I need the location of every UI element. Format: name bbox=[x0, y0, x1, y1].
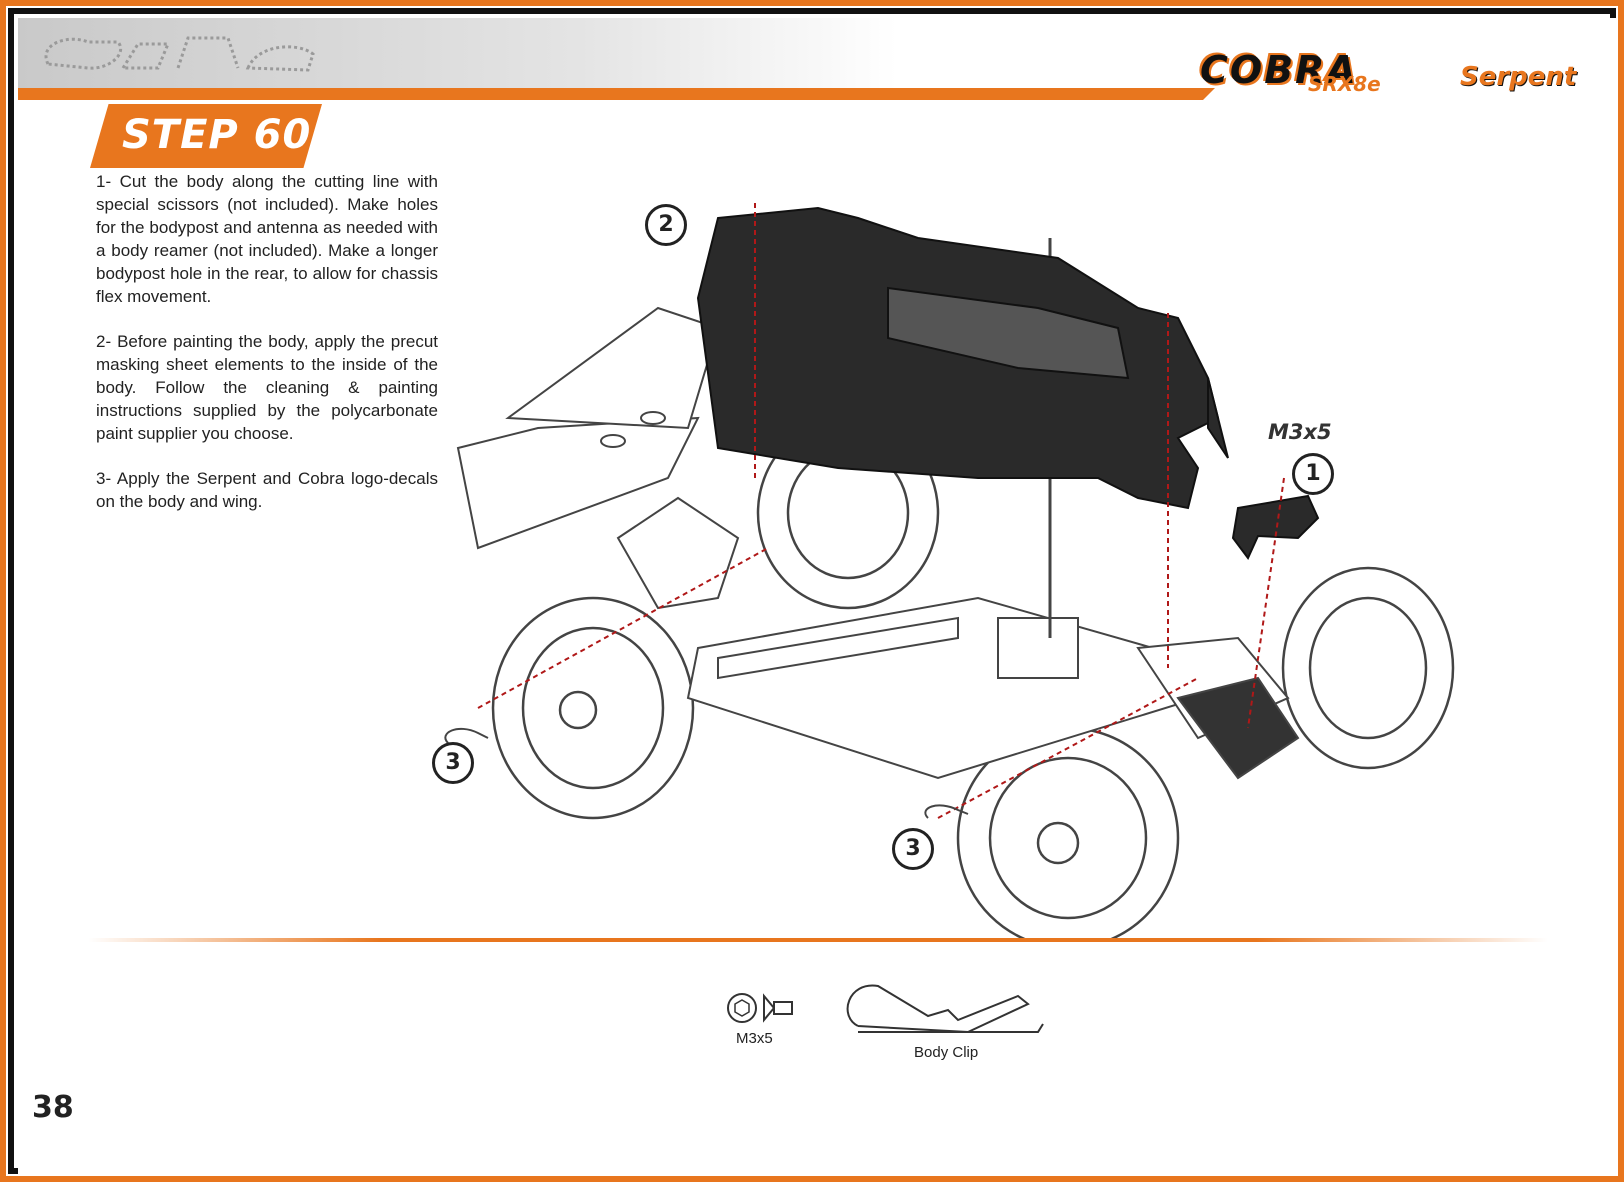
cut-guide-lines bbox=[477, 203, 1285, 819]
sketch-logo-watermark bbox=[44, 36, 315, 72]
callout-3-right: 3 bbox=[892, 828, 934, 870]
bottom-divider bbox=[88, 938, 1548, 942]
instruction-1: 1- Cut the body along the cutting line w… bbox=[96, 172, 438, 306]
page-content: COBRA SRX8e Serpent STEP 60 1- Cut the b… bbox=[18, 18, 1618, 1176]
instruction-2: 2- Before painting the body, apply the p… bbox=[96, 332, 438, 443]
header-band bbox=[18, 18, 1618, 88]
instruction-3: 3- Apply the Serpent and Cobra logo-deca… bbox=[96, 469, 438, 511]
chassis-drawing bbox=[616, 496, 1300, 780]
body-clip-part-icon bbox=[846, 984, 1044, 1034]
instructions: 1- Cut the body along the cutting line w… bbox=[96, 170, 438, 535]
screw-part-label: M3x5 bbox=[736, 1030, 773, 1047]
step-tab bbox=[90, 104, 322, 168]
cobra-logo: COBRA bbox=[1200, 48, 1358, 92]
callout-1: 1 bbox=[1292, 453, 1334, 495]
body-clip-part-label: Body Clip bbox=[914, 1044, 979, 1061]
callout-3-left: 3 bbox=[432, 742, 474, 784]
parts-legend: M3x5 Body Clip bbox=[718, 968, 1078, 1061]
body-mount-cap-drawing bbox=[1231, 494, 1320, 560]
callout-2: 2 bbox=[645, 204, 687, 246]
step-title: STEP 60 bbox=[122, 112, 312, 158]
cobra-logo-sub: SRX8e bbox=[1308, 72, 1381, 96]
diagram-screw-label: M3x5 bbox=[1268, 420, 1332, 444]
header-rule bbox=[18, 88, 1203, 100]
body-clip-drawings bbox=[444, 727, 969, 819]
page-number: 38 bbox=[32, 1090, 74, 1125]
header-rule-tail bbox=[1203, 88, 1215, 100]
screw-part-icon bbox=[727, 993, 793, 1023]
serpent-logo: Serpent bbox=[1460, 62, 1577, 92]
body-shell-drawing bbox=[696, 206, 1229, 510]
assembly-illustration bbox=[444, 203, 1455, 938]
rear-wing-drawing bbox=[456, 306, 720, 550]
